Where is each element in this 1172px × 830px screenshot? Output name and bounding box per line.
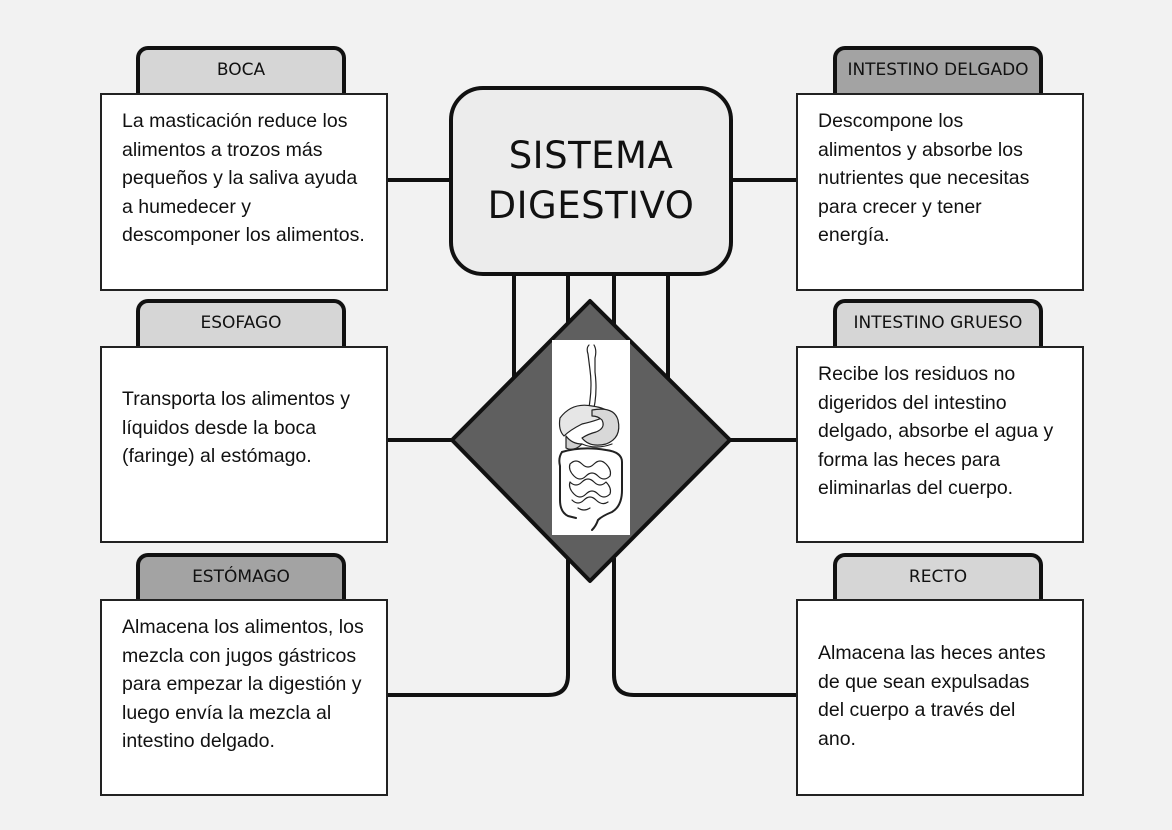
card-intestino-delgado: Descompone los alimentos y absorbe los n… — [796, 93, 1084, 291]
title-line-1: SISTEMA — [508, 134, 674, 177]
tab-intestino-grueso: INTESTINO GRUESO — [833, 299, 1043, 347]
tab-intestino-delgado: INTESTINO DELGADO — [833, 46, 1043, 94]
tab-estomago: ESTÓMAGO — [136, 553, 346, 601]
diagram-title: SISTEMA DIGESTIVO — [449, 86, 733, 276]
title-line-2: DIGESTIVO — [487, 184, 695, 227]
connector-estomago — [386, 558, 570, 697]
card-estomago: Almacena los alimentos, los mezcla con j… — [100, 599, 388, 796]
tab-recto: RECTO — [833, 553, 1043, 601]
tab-esofago: ESOFAGO — [136, 299, 346, 347]
card-recto: Almacena las heces antes de que sean exp… — [796, 599, 1084, 796]
card-intestino-grueso: Recibe los residuos no digeridos del int… — [796, 346, 1084, 543]
digestive-system-illustration-icon — [552, 340, 630, 535]
card-boca: La masticación reduce los alimentos a tr… — [100, 93, 388, 291]
tab-boca: BOCA — [136, 46, 346, 94]
card-esofago: Transporta los alimentos y líquidos desd… — [100, 346, 388, 543]
connector-recto — [612, 558, 798, 697]
